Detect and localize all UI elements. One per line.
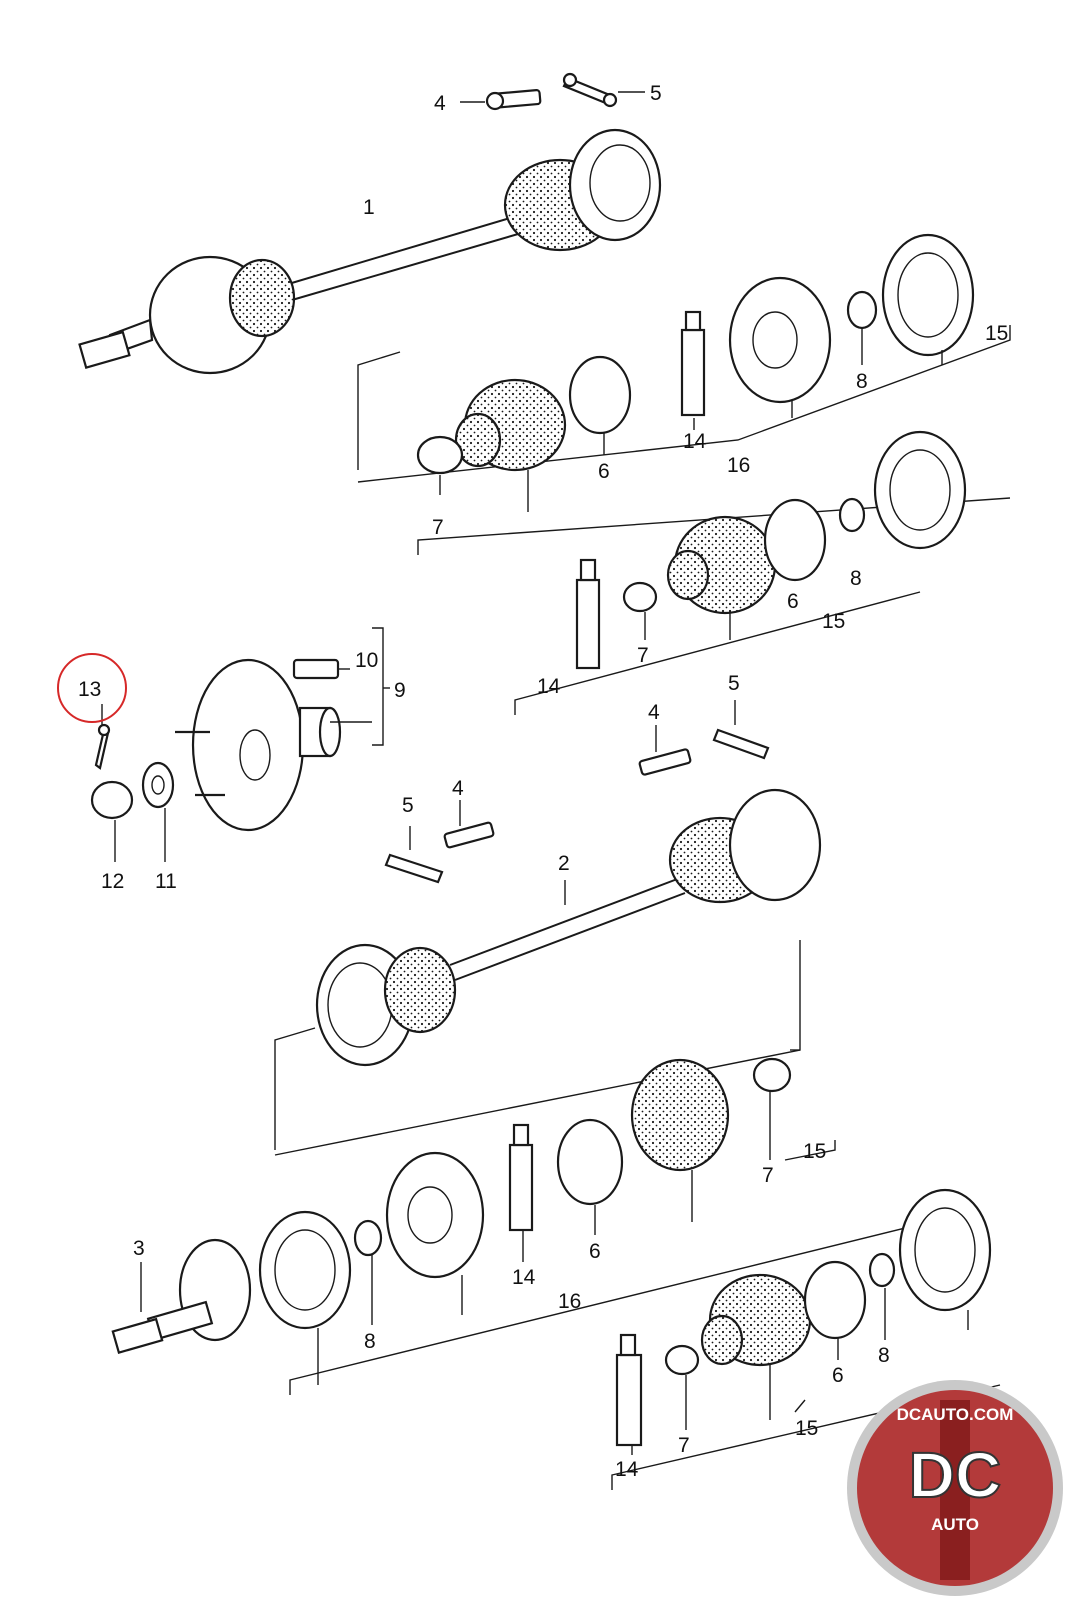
callout-5: 5: [728, 672, 740, 695]
logo-site-text: DCAUTO.COM: [897, 1405, 1014, 1424]
lock-plate-top: [562, 72, 645, 108]
lock-plate-mid-left: [384, 826, 444, 884]
callout-labels: 1 4 5 15 8 14 16 6 7 8 6 15 7 14 10 9 13…: [78, 82, 1008, 1481]
callout-9: 9: [394, 679, 406, 702]
repair-kit-e: [611, 1188, 1001, 1490]
driveshaft-2: [315, 788, 822, 1067]
callout-7: 7: [678, 1434, 690, 1457]
callout-2: 2: [558, 852, 570, 875]
callout-15: 15: [803, 1140, 826, 1163]
thrust-washer: [141, 761, 175, 862]
castle-nut: [90, 780, 134, 862]
callout-13-highlight: [57, 653, 127, 723]
callout-7: 7: [762, 1164, 774, 1187]
callout-8: 8: [878, 1344, 890, 1367]
logo-sub-text: AUTO: [931, 1515, 979, 1534]
callout-12: 12: [101, 870, 124, 893]
driveshaft-1: [78, 128, 662, 375]
repair-kit-c: [274, 940, 836, 1222]
repair-kit-b: [417, 430, 1011, 715]
callout-13: 13: [78, 678, 101, 701]
callout-7: 7: [637, 644, 649, 667]
callout-14: 14: [615, 1458, 639, 1481]
repair-kit-d: [111, 1118, 971, 1395]
callout-11: 11: [155, 870, 177, 893]
cotter-pin: [94, 704, 111, 770]
callout-15: 15: [822, 610, 845, 633]
bolt-top: [460, 88, 542, 111]
callout-10: 10: [355, 649, 378, 672]
callout-16: 16: [558, 1290, 581, 1313]
callout-6: 6: [832, 1364, 844, 1387]
callout-3: 3: [133, 1237, 145, 1260]
callout-15: 15: [985, 322, 1008, 345]
wheel-hub: [175, 627, 390, 832]
callout-5: 5: [650, 82, 662, 105]
callout-8: 8: [856, 370, 868, 393]
callout-14: 14: [512, 1266, 536, 1289]
lock-plate-mid-right: [712, 700, 770, 760]
callout-5: 5: [402, 794, 414, 817]
callout-7: 7: [432, 516, 444, 539]
callout-6: 6: [787, 590, 799, 613]
callout-14: 14: [537, 675, 561, 698]
dcauto-logo: DCAUTO.COM DC AUTO: [847, 1380, 1063, 1596]
callout-8: 8: [850, 567, 862, 590]
callout-16: 16: [727, 454, 750, 477]
callout-4: 4: [648, 701, 660, 724]
callout-1: 1: [363, 196, 375, 219]
callout-8: 8: [364, 1330, 376, 1353]
bolt-mid-left: [443, 800, 495, 849]
callout-6: 6: [598, 460, 610, 483]
logo-mark-text: DC: [909, 1439, 1001, 1511]
callout-4: 4: [452, 777, 464, 800]
callout-15: 15: [795, 1417, 818, 1440]
callout-4: 4: [434, 92, 446, 115]
repair-kit-a: [357, 233, 1011, 512]
bolt-mid-right: [638, 725, 692, 776]
callout-6: 6: [589, 1240, 601, 1263]
callout-14: 14: [683, 430, 707, 453]
